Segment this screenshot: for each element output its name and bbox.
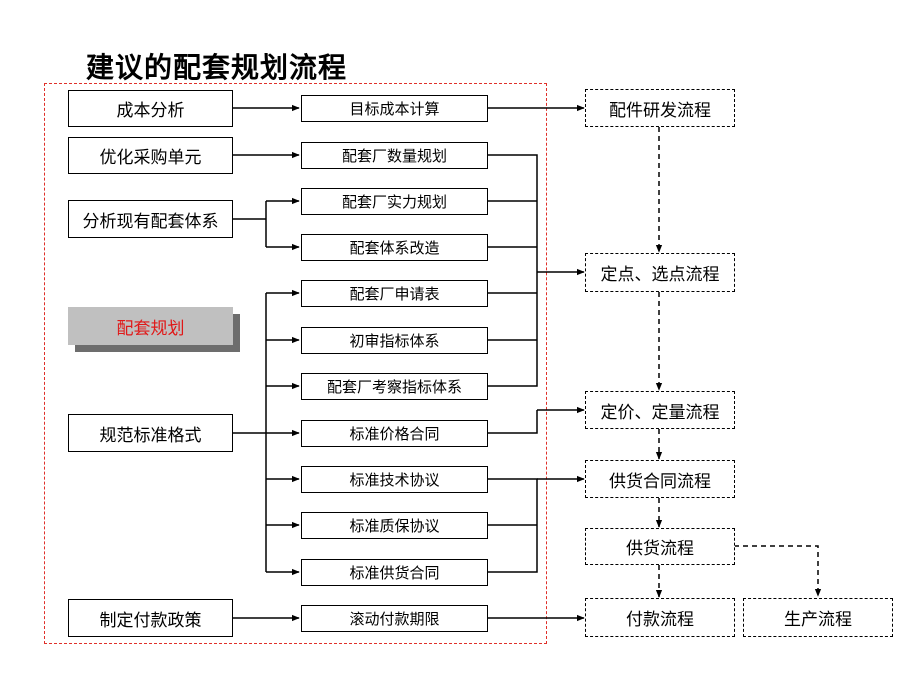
supply-contract-flow-box: 供货合同流程 <box>585 460 735 498</box>
rolling-payment-label: 滚动付款期限 <box>349 610 440 628</box>
inspection-index-label: 配套厂考察指标体系 <box>326 378 462 396</box>
cost-analysis-label: 成本分析 <box>116 101 185 121</box>
pricing-box: 定价、定量流程 <box>585 391 735 429</box>
supply-flow-label: 供货流程 <box>626 539 694 559</box>
quality-agreement-box: 标准质保协议 <box>301 512 488 539</box>
system-reform-label: 配套体系改造 <box>349 239 440 257</box>
application-form-label: 配套厂申请表 <box>349 285 440 303</box>
optimize-purchase-box: 优化采购单元 <box>68 137 233 174</box>
production-flow-label: 生产流程 <box>784 610 852 630</box>
price-contract-label: 标准价格合同 <box>349 425 440 443</box>
payment-flow-box: 付款流程 <box>585 598 735 637</box>
strength-plan-label: 配套厂实力规划 <box>341 193 447 211</box>
quality-agreement-label: 标准质保协议 <box>349 517 440 535</box>
target-cost-label: 目标成本计算 <box>349 100 440 118</box>
parts-dev-label: 配件研发流程 <box>609 100 711 121</box>
analyze-system-label: 分析现有配套体系 <box>82 211 219 232</box>
branch-standardize <box>232 293 267 572</box>
pricing-label: 定价、定量流程 <box>600 402 720 423</box>
production-flow-box: 生产流程 <box>743 598 893 637</box>
parts-dev-box: 配件研发流程 <box>585 89 735 127</box>
quantity-plan-box: 配套厂数量规划 <box>301 142 488 169</box>
price-contract-box: 标准价格合同 <box>301 420 488 447</box>
supply-flow-box: 供货流程 <box>585 528 735 565</box>
bracket-site-selection <box>488 154 538 387</box>
optimize-purchase-label: 优化采购单元 <box>99 148 202 168</box>
inspection-index-box: 配套厂考察指标体系 <box>301 373 488 400</box>
payment-flow-label: 付款流程 <box>626 610 694 630</box>
standardize-format-box: 规范标准格式 <box>68 414 233 452</box>
payment-policy-label: 制定付款政策 <box>99 610 202 631</box>
bracket-supply-contract <box>488 478 538 573</box>
rolling-payment-box: 滚动付款期限 <box>301 605 488 632</box>
site-selection-box: 定点、选点流程 <box>585 253 735 292</box>
arrow-supply-to-production <box>734 545 822 597</box>
analyze-system-box: 分析现有配套体系 <box>68 200 233 238</box>
supply-planning-highlight: 配套规划 <box>68 307 233 345</box>
tech-agreement-box: 标准技术协议 <box>301 466 488 493</box>
bracket-pricing <box>488 410 538 434</box>
target-cost-box: 目标成本计算 <box>301 95 488 122</box>
branch-analyze-system <box>232 201 267 247</box>
page-title: 建议的配套规划流程 <box>86 51 348 84</box>
review-index-label: 初审指标体系 <box>349 332 440 350</box>
strength-plan-box: 配套厂实力规划 <box>301 188 488 215</box>
supply-planning-label: 配套规划 <box>116 318 185 339</box>
cost-analysis-box: 成本分析 <box>68 90 233 127</box>
payment-policy-box: 制定付款政策 <box>68 599 233 637</box>
application-form-box: 配套厂申请表 <box>301 280 488 307</box>
system-reform-box: 配套体系改造 <box>301 234 488 261</box>
tech-agreement-label: 标准技术协议 <box>349 471 440 489</box>
supply-contract-flow-label: 供货合同流程 <box>609 471 711 492</box>
supply-contract-label: 标准供货合同 <box>349 564 440 582</box>
standardize-format-label: 规范标准格式 <box>99 425 202 446</box>
quantity-plan-label: 配套厂数量规划 <box>341 147 447 165</box>
site-selection-label: 定点、选点流程 <box>600 265 720 285</box>
review-index-box: 初审指标体系 <box>301 327 488 354</box>
supply-contract-box: 标准供货合同 <box>301 559 488 586</box>
suggested-scope-frame <box>44 83 547 644</box>
